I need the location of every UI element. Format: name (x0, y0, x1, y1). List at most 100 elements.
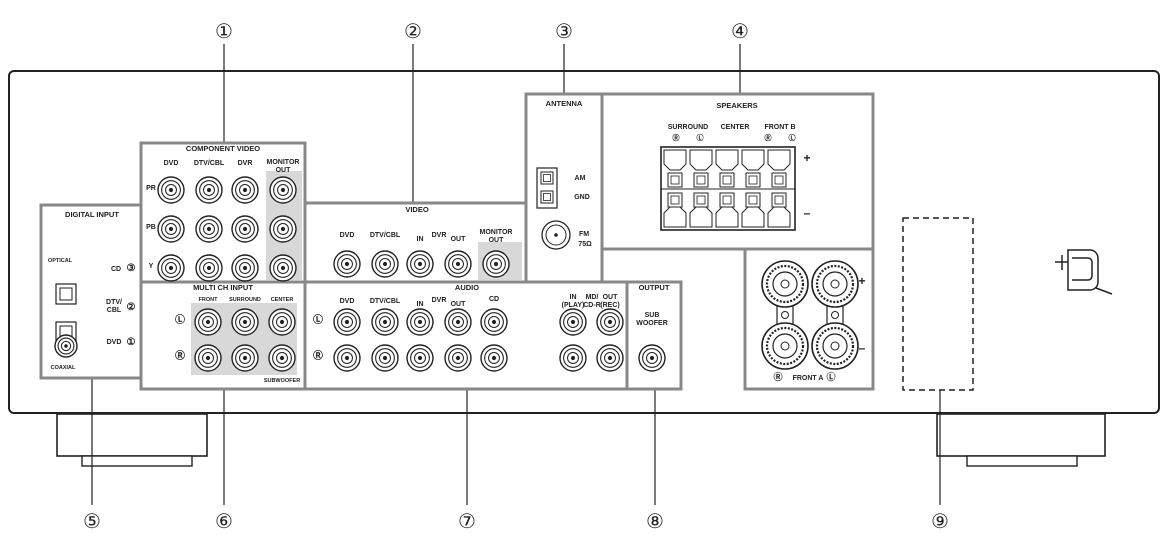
output-title: OUTPUT (639, 283, 670, 292)
svg-text:SUB: SUB (645, 312, 660, 319)
section-frames (39, 92, 875, 391)
svg-text:IN: IN (570, 294, 577, 301)
svg-text:DVD: DVD (340, 298, 355, 305)
front-a-binding-posts (761, 260, 859, 370)
front-a-labels: Ⓡ FRONT A Ⓛ + – (773, 274, 865, 382)
audio-jack (480, 344, 508, 372)
svg-text:(PLAY): (PLAY) (562, 302, 585, 309)
component-video-jack (269, 215, 297, 243)
svg-text:(REC): (REC) (600, 302, 619, 309)
svg-text:–: – (804, 206, 811, 220)
svg-text:DVD: DVD (164, 160, 179, 167)
svg-text:MONITOR: MONITOR (480, 229, 513, 236)
svg-text:75Ω: 75Ω (578, 241, 592, 248)
binding-post (811, 322, 859, 370)
binding-post (811, 260, 859, 308)
video-jack (482, 250, 510, 278)
power-cord-icon (1055, 249, 1113, 295)
video-jack (444, 250, 472, 278)
audio-jack (480, 308, 508, 336)
audio-jack (371, 344, 399, 372)
coaxial-jack (54, 334, 78, 358)
svg-text:DVD: DVD (107, 339, 122, 346)
callout-5: ⑤ (83, 511, 101, 533)
rca-jacks (54, 176, 666, 372)
svg-text:COAXIAL: COAXIAL (51, 365, 76, 371)
multi-ch-jack (231, 344, 259, 372)
audio-jack (559, 344, 587, 372)
speakers-title: SPEAKERS (716, 101, 757, 110)
svg-text:AM: AM (575, 175, 586, 182)
svg-text:DTV/CBL: DTV/CBL (370, 298, 401, 305)
svg-text:Ⓡ: Ⓡ (313, 349, 323, 362)
svg-text:OUT: OUT (451, 236, 467, 243)
callout-3: ③ (555, 21, 573, 43)
svg-text:Ⓡ: Ⓡ (765, 133, 772, 142)
svg-text:Ⓛ: Ⓛ (313, 313, 323, 326)
multi-ch-labels: FRONT SURROUND CENTER SUBWOOFER Ⓛ Ⓡ (175, 297, 300, 384)
svg-text:SUBWOOFER: SUBWOOFER (264, 378, 300, 384)
svg-text:SURROUND: SURROUND (229, 297, 261, 303)
subwoofer-jack (638, 344, 666, 372)
svg-text:DTV/CBL: DTV/CBL (370, 232, 401, 239)
svg-text:DVR: DVR (432, 297, 447, 304)
audio-jack (333, 308, 361, 336)
multi-ch-jack (268, 344, 296, 372)
antenna-title: ANTENNA (546, 99, 583, 108)
video-title: VIDEO (405, 205, 429, 214)
audio-jack (596, 308, 624, 336)
audio-jack (406, 308, 434, 336)
svg-text:FRONT B: FRONT B (764, 124, 795, 131)
svg-text:①: ① (127, 337, 136, 348)
audio-jack (444, 344, 472, 372)
component-video-jack (157, 176, 185, 204)
svg-text:+: + (803, 151, 810, 165)
multi-ch-jack (194, 308, 222, 336)
audio-jack (559, 308, 587, 336)
callout-8: ⑧ (646, 511, 664, 533)
speaker-labels: SURROUND CENTER FRONT B Ⓡ Ⓛ Ⓡ Ⓛ + – (668, 124, 811, 220)
callout-6: ⑥ (215, 511, 233, 533)
multi-ch-title: MULTI CH INPUT (193, 283, 253, 292)
svg-text:CBL: CBL (107, 307, 122, 314)
dashed-area (902, 217, 974, 391)
svg-text:DTV/: DTV/ (106, 299, 122, 306)
callout-4: ④ (731, 21, 749, 43)
audio-jack (333, 344, 361, 372)
svg-text:Ⓛ: Ⓛ (826, 371, 835, 382)
svg-text:Y: Y (149, 263, 154, 270)
callout-9: ⑨ (931, 511, 949, 533)
svg-text:DVD: DVD (340, 232, 355, 239)
svg-text:FRONT: FRONT (199, 297, 219, 303)
svg-text:PB: PB (146, 224, 156, 231)
section-titles: COMPONENT VIDEO VIDEO ANTENNA SPEAKERS D… (65, 99, 758, 292)
multi-ch-jack (231, 308, 259, 336)
svg-text:CD: CD (111, 266, 121, 273)
leader-lines (91, 44, 941, 505)
multi-ch-jack (194, 344, 222, 372)
audio-jack (371, 308, 399, 336)
digital-input-title: DIGITAL INPUT (65, 210, 119, 219)
svg-text:OUT: OUT (451, 301, 467, 308)
svg-text:Ⓡ: Ⓡ (673, 133, 680, 142)
audio-title: AUDIO (455, 283, 479, 292)
component-video-jack (157, 215, 185, 243)
feet (56, 413, 1106, 467)
svg-text:PR: PR (146, 185, 156, 192)
svg-text:CD-R: CD-R (583, 302, 601, 309)
svg-text:–: – (859, 341, 866, 355)
component-video-jack (231, 176, 259, 204)
svg-text:IN: IN (417, 301, 424, 308)
audio-jack (596, 344, 624, 372)
audio-labels: DVD DTV/CBL IN DVR OUT CD IN (PLAY) MD/ … (313, 294, 620, 362)
svg-text:Ⓛ: Ⓛ (175, 313, 185, 326)
svg-text:IN: IN (417, 236, 424, 243)
svg-text:DTV/CBL: DTV/CBL (194, 160, 225, 167)
audio-jack (406, 344, 434, 372)
svg-text:OUT: OUT (489, 237, 505, 244)
svg-text:Ⓡ: Ⓡ (175, 349, 185, 362)
antenna-terminals: AM GND FM 75Ω (536, 167, 592, 250)
svg-text:DVR: DVR (238, 160, 253, 167)
svg-text:CENTER: CENTER (721, 124, 750, 131)
